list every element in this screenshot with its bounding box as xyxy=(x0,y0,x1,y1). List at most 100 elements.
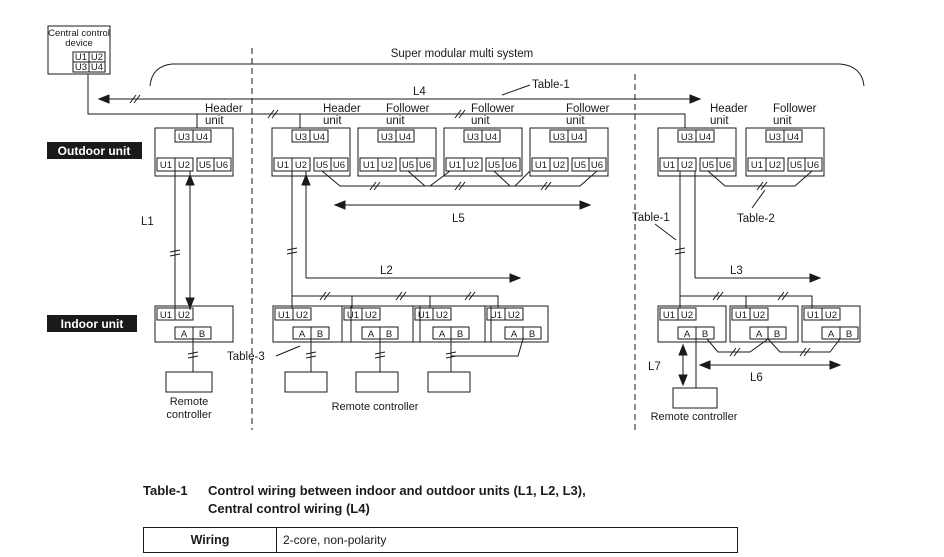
central-port-u1: U1 xyxy=(75,52,87,63)
port-label: U4 xyxy=(787,132,799,143)
port-label: B xyxy=(774,329,780,340)
follower-3-title: Follower xyxy=(566,103,610,115)
port-label: B xyxy=(317,329,323,340)
port-label: U6 xyxy=(719,160,731,171)
table-row: Wiring 2-core, non-polarity xyxy=(143,527,738,553)
label-l1: L1 xyxy=(141,216,154,228)
port-label: U1 xyxy=(663,160,675,171)
port-label: U1 xyxy=(160,310,172,321)
port-label: U3 xyxy=(681,132,693,143)
port-label: U3 xyxy=(553,132,565,143)
port-label: B xyxy=(529,329,535,340)
port-label: U1 xyxy=(663,310,675,321)
indoor-1-box xyxy=(272,305,352,343)
port-label: U5 xyxy=(402,160,414,171)
port-label: B xyxy=(386,329,392,340)
port-label: U3 xyxy=(178,132,190,143)
port-label: U1 xyxy=(535,160,547,171)
port-label: U1 xyxy=(751,160,763,171)
right-header-unit: unit xyxy=(710,115,729,127)
wiring-table: Wiring 2-core, non-polarity xyxy=(143,527,738,553)
remote-left-label-2: controller xyxy=(166,409,212,421)
remote-mid-label: Remote controller xyxy=(332,401,419,413)
mid-header-unit: unit xyxy=(323,115,342,127)
remote-right-box xyxy=(672,387,718,409)
indoor-right-3-box xyxy=(801,305,861,343)
outdoor-right-follower-box xyxy=(745,127,825,177)
port-label: U6 xyxy=(333,160,345,171)
wiring-diagram: Outdoor unit Indoor unit Central control… xyxy=(47,25,865,430)
follower-2-title: Follower xyxy=(471,103,515,115)
super-modular-brace xyxy=(149,63,865,87)
wiring-key: Wiring xyxy=(143,527,277,553)
central-port-u4: U4 xyxy=(91,62,103,73)
right-follower-title: Follower xyxy=(773,103,817,115)
port-label: U1 xyxy=(490,310,502,321)
port-label: B xyxy=(702,329,708,340)
left-header-title: Header xyxy=(205,103,243,115)
port-label: U4 xyxy=(485,132,497,143)
port-label: U2 xyxy=(553,160,565,171)
central-port-u3: U3 xyxy=(75,62,87,73)
indoor-unit-badge xyxy=(47,315,137,332)
port-label: U6 xyxy=(419,160,431,171)
indoor-unit-label: Indoor unit xyxy=(61,317,124,331)
outdoor-left-header-box xyxy=(154,127,234,177)
wiring-value: 2-core, non-polarity xyxy=(276,527,738,553)
port-label: U4 xyxy=(313,132,325,143)
port-label: U1 xyxy=(418,310,430,321)
port-label: U2 xyxy=(753,310,765,321)
outdoor-follower-3-box xyxy=(529,127,609,177)
label-l6: L6 xyxy=(750,372,763,384)
follower-1-title: Follower xyxy=(386,103,430,115)
port-label: B xyxy=(457,329,463,340)
port-label: U4 xyxy=(699,132,711,143)
table3-ref: Table-3 xyxy=(227,351,265,363)
port-label: U5 xyxy=(702,160,714,171)
remote-2-box xyxy=(355,371,399,393)
port-label: U1 xyxy=(277,160,289,171)
label-l5: L5 xyxy=(452,213,465,225)
port-label: U6 xyxy=(505,160,517,171)
right-header-title: Header xyxy=(710,103,748,115)
port-label: U3 xyxy=(769,132,781,143)
port-label: U1 xyxy=(735,310,747,321)
label-l3: L3 xyxy=(730,265,743,277)
table1-ref-top: Table-1 xyxy=(532,79,570,91)
table-caption-line1: Control wiring between indoor and outdoo… xyxy=(208,483,586,498)
central-port-u2: U2 xyxy=(91,52,103,63)
port-label: U6 xyxy=(591,160,603,171)
port-label: U2 xyxy=(681,310,693,321)
indoor-4-box xyxy=(484,305,549,343)
port-label: U1 xyxy=(278,310,290,321)
port-label: U1 xyxy=(807,310,819,321)
port-label: A xyxy=(181,329,188,340)
outdoor-unit-badge xyxy=(47,142,142,159)
indoor-2-box xyxy=(341,305,421,343)
port-label: U5 xyxy=(790,160,802,171)
follower-2-unit: unit xyxy=(471,115,490,127)
port-label: U1 xyxy=(363,160,375,171)
system-label: Super modular multi system xyxy=(391,48,534,60)
mid-header-title: Header xyxy=(323,103,361,115)
port-label: B xyxy=(199,329,205,340)
central-device-label-1: Central control xyxy=(48,28,110,39)
central-control-device-box xyxy=(47,25,111,75)
port-label: U5 xyxy=(199,160,211,171)
port-label: A xyxy=(684,329,691,340)
outdoor-follower-1-box xyxy=(357,127,437,177)
port-label: U6 xyxy=(216,160,228,171)
outdoor-right-header-box xyxy=(657,127,737,177)
port-label: A xyxy=(756,329,763,340)
remote-3-box xyxy=(427,371,471,393)
port-label: U2 xyxy=(295,160,307,171)
table1-ref-right: Table-1 xyxy=(632,212,670,224)
outdoor-unit-label: Outdoor unit xyxy=(58,144,131,158)
port-label: A xyxy=(368,329,375,340)
port-label: A xyxy=(511,329,518,340)
right-follower-unit: unit xyxy=(773,115,792,127)
port-label: U2 xyxy=(436,310,448,321)
port-label: U2 xyxy=(508,310,520,321)
port-label: U2 xyxy=(381,160,393,171)
outdoor-follower-2-box xyxy=(443,127,523,177)
